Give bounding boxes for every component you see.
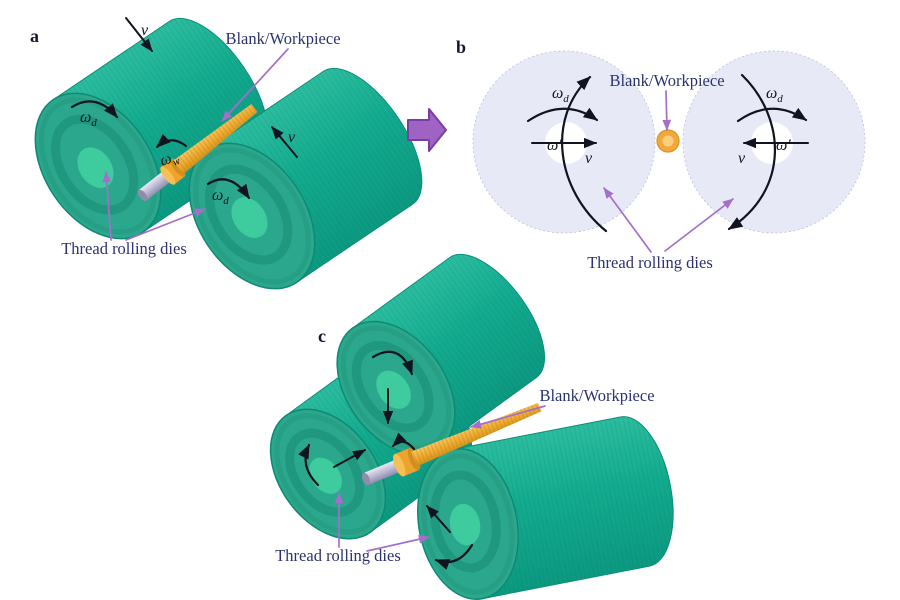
panel-a: a ωd [30,17,423,290]
rotation-arrow-workpiece [391,432,416,451]
die-face-edge [340,325,452,451]
annotation-arrow-blank [221,48,289,122]
workpiece-shank [139,171,171,200]
velocity-label: v [585,150,593,167]
panel-b-letter: b [456,37,466,57]
annotation-arrow-blank [662,90,672,131]
velocity-arrow-right [271,126,298,158]
die-hub [231,197,268,238]
sweep-arc-left [561,75,608,233]
omega-prime-label: ω′ [776,137,791,154]
die-face-edge [421,453,515,595]
rotation-arrow-left-die [333,449,366,468]
rotation-arc-top-die [371,350,414,376]
annotation-arrow-die-left [603,187,652,253]
panel-a-letter: a [30,26,39,46]
collar-cap [393,454,406,477]
omega-d-label: ωd [552,85,569,105]
rod-thread-texture [172,104,258,175]
die-c-bottom [417,416,674,600]
rotation-arrow-die-right [206,178,251,200]
workpiece-c [361,402,542,486]
rotation-arrow-die-left [70,100,119,119]
blank-workpiece-label: Blank/Workpiece [539,386,654,405]
workpiece-shank [364,459,402,485]
annotation-arrow-die-right [125,208,206,241]
die-face-ring [285,428,365,517]
die-face-ring [51,114,139,215]
panel-c: c Thread rolling dies [269,253,674,600]
omega-d-label: ωd [212,187,229,207]
workpiece-collar [160,159,185,185]
rotation-arrow-right-disc [736,107,808,123]
shank-end-cap [137,189,148,201]
annotation-arrow-die-bottom [366,534,430,552]
die-face-edge [39,97,157,235]
die-c-top [336,253,546,456]
flow-arrow-icon [407,108,447,152]
thread-rolling-dies-label-bottom: Thread rolling dies [275,546,401,565]
rotation-arrow-left-disc [526,107,599,123]
velocity-arrow-left [125,17,153,52]
rod-thread-texture [410,402,542,467]
blank-workpiece-label: Blank/Workpiece [609,71,724,90]
die-hub [376,370,411,409]
die-face-edge [193,147,311,285]
velocity-label: v [738,150,746,167]
die-face-ring [351,341,434,433]
shank-end-cap [361,472,371,486]
collar-cap [160,166,176,185]
velocity-label: v [288,129,296,146]
rotation-arc-left-die [298,443,320,487]
omega-d-label: ωd [80,109,97,129]
omega-w-label: ωw [158,147,183,172]
annotation-arrow-blank [470,405,546,429]
annotation-arrow-die-left [102,171,112,241]
die-face-ring [205,164,293,265]
die-face-edge [274,413,382,535]
blank-workpiece-label: Blank/Workpiece [225,29,340,48]
omega-prime-label: ω′ [547,137,562,154]
rotation-arrow-bottom-die [426,505,451,533]
thread-rolling-dies-label: Thread rolling dies [587,253,713,272]
thread-rolling-dies-label: Thread rolling dies [61,239,187,258]
workpiece-collar [394,448,419,477]
die-hub [449,503,481,546]
sweep-arc-right [727,73,777,231]
rotation-arrow-workpiece [155,133,188,149]
die-threads-texture [352,254,545,448]
omega-d-label: ωd [766,85,783,105]
annotation-arrow-die-right [664,198,734,252]
workpiece-core [662,135,674,147]
velocity-label: v [141,22,149,39]
panel-b: b ωd ω′ v ωd ω′ v Blank/Workpiece Thread… [456,37,866,272]
rotation-arc-bottom-die [434,543,474,570]
workpiece-a [137,104,258,201]
panel-c-letter: c [318,326,326,346]
